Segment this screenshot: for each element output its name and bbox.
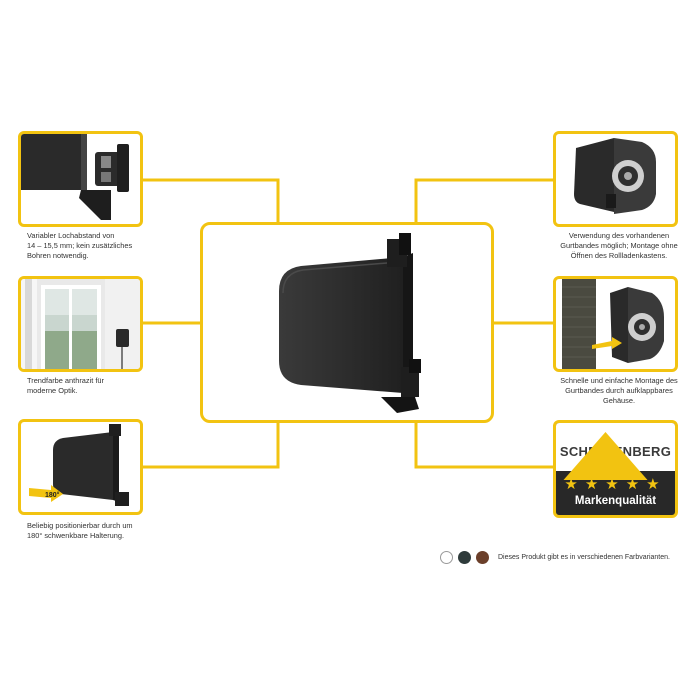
feature-image-window-scene	[18, 276, 143, 372]
caption-line: Gurtbandes durch aufklappbares	[565, 386, 673, 395]
belt-winder-housing-illustration	[279, 233, 421, 413]
swatch-anthracite	[458, 551, 471, 564]
quality-label: Markenqualität	[574, 495, 657, 507]
brand-logo: SCHELLENBERG	[556, 423, 675, 480]
rating-stars: ★★★★★	[564, 475, 667, 493]
caption-line: Variabler Lochabstand von	[27, 231, 115, 240]
brand-quality-panel: SCHELLENBERG ★★★★★ Markenqualität	[553, 420, 678, 518]
color-variants: Dieses Produkt gibt es in verschiedenen …	[440, 551, 670, 564]
main-product-image	[200, 222, 494, 423]
belt-mounting-illustration	[562, 279, 664, 369]
roof-icon	[563, 432, 648, 480]
rotation-badge: 180°	[45, 492, 60, 499]
swatch-brown	[476, 551, 489, 564]
caption-line: 14 – 15,5 mm; kein zusätzliches	[27, 241, 133, 250]
swivel-illustration	[29, 424, 129, 506]
caption-bracket-spacing: Variabler Lochabstand von 14 – 15,5 mm; …	[27, 231, 132, 261]
caption-line: Öffnen des Rollladenkastens.	[570, 251, 668, 260]
window-scene-illustration	[21, 279, 140, 369]
swatch-white	[440, 551, 453, 564]
caption-trend-color: Trendfarbe anthrazit für moderne Optik.	[27, 376, 104, 396]
caption-line: Trendfarbe anthrazit für	[27, 376, 104, 385]
caption-line: Bohren notwendig.	[27, 251, 89, 260]
caption-swivel-bracket: Beliebig positionierbar durch um 180° sc…	[27, 521, 133, 541]
bracket-illustration	[21, 134, 129, 220]
caption-line: Beliebig positionierbar durch um	[27, 521, 133, 530]
caption-quick-mounting: Schnelle und einfache Montage des Gurtba…	[553, 376, 685, 406]
caption-line: moderne Optik.	[27, 386, 78, 395]
caption-line: Gurtbandes möglich; Montage ohne	[560, 241, 678, 250]
caption-line: Schnelle und einfache Montage des	[560, 376, 678, 385]
caption-line: Gehäuse.	[602, 396, 636, 405]
caption-line: 180° schwenkbare Halterung.	[27, 531, 125, 540]
feature-image-swivel-bracket: 180°	[18, 419, 143, 515]
color-variants-label: Dieses Produkt gibt es in verschiedenen …	[498, 554, 670, 561]
feature-image-open-housing	[553, 131, 678, 227]
feature-image-belt-mounting	[553, 276, 678, 372]
feature-image-bracket-spacing	[18, 131, 143, 227]
caption-line: Verwendung des vorhandenen	[568, 231, 670, 240]
open-housing-illustration	[574, 138, 656, 214]
caption-existing-belt: Verwendung des vorhandenen Gurtbandes mö…	[553, 231, 685, 261]
